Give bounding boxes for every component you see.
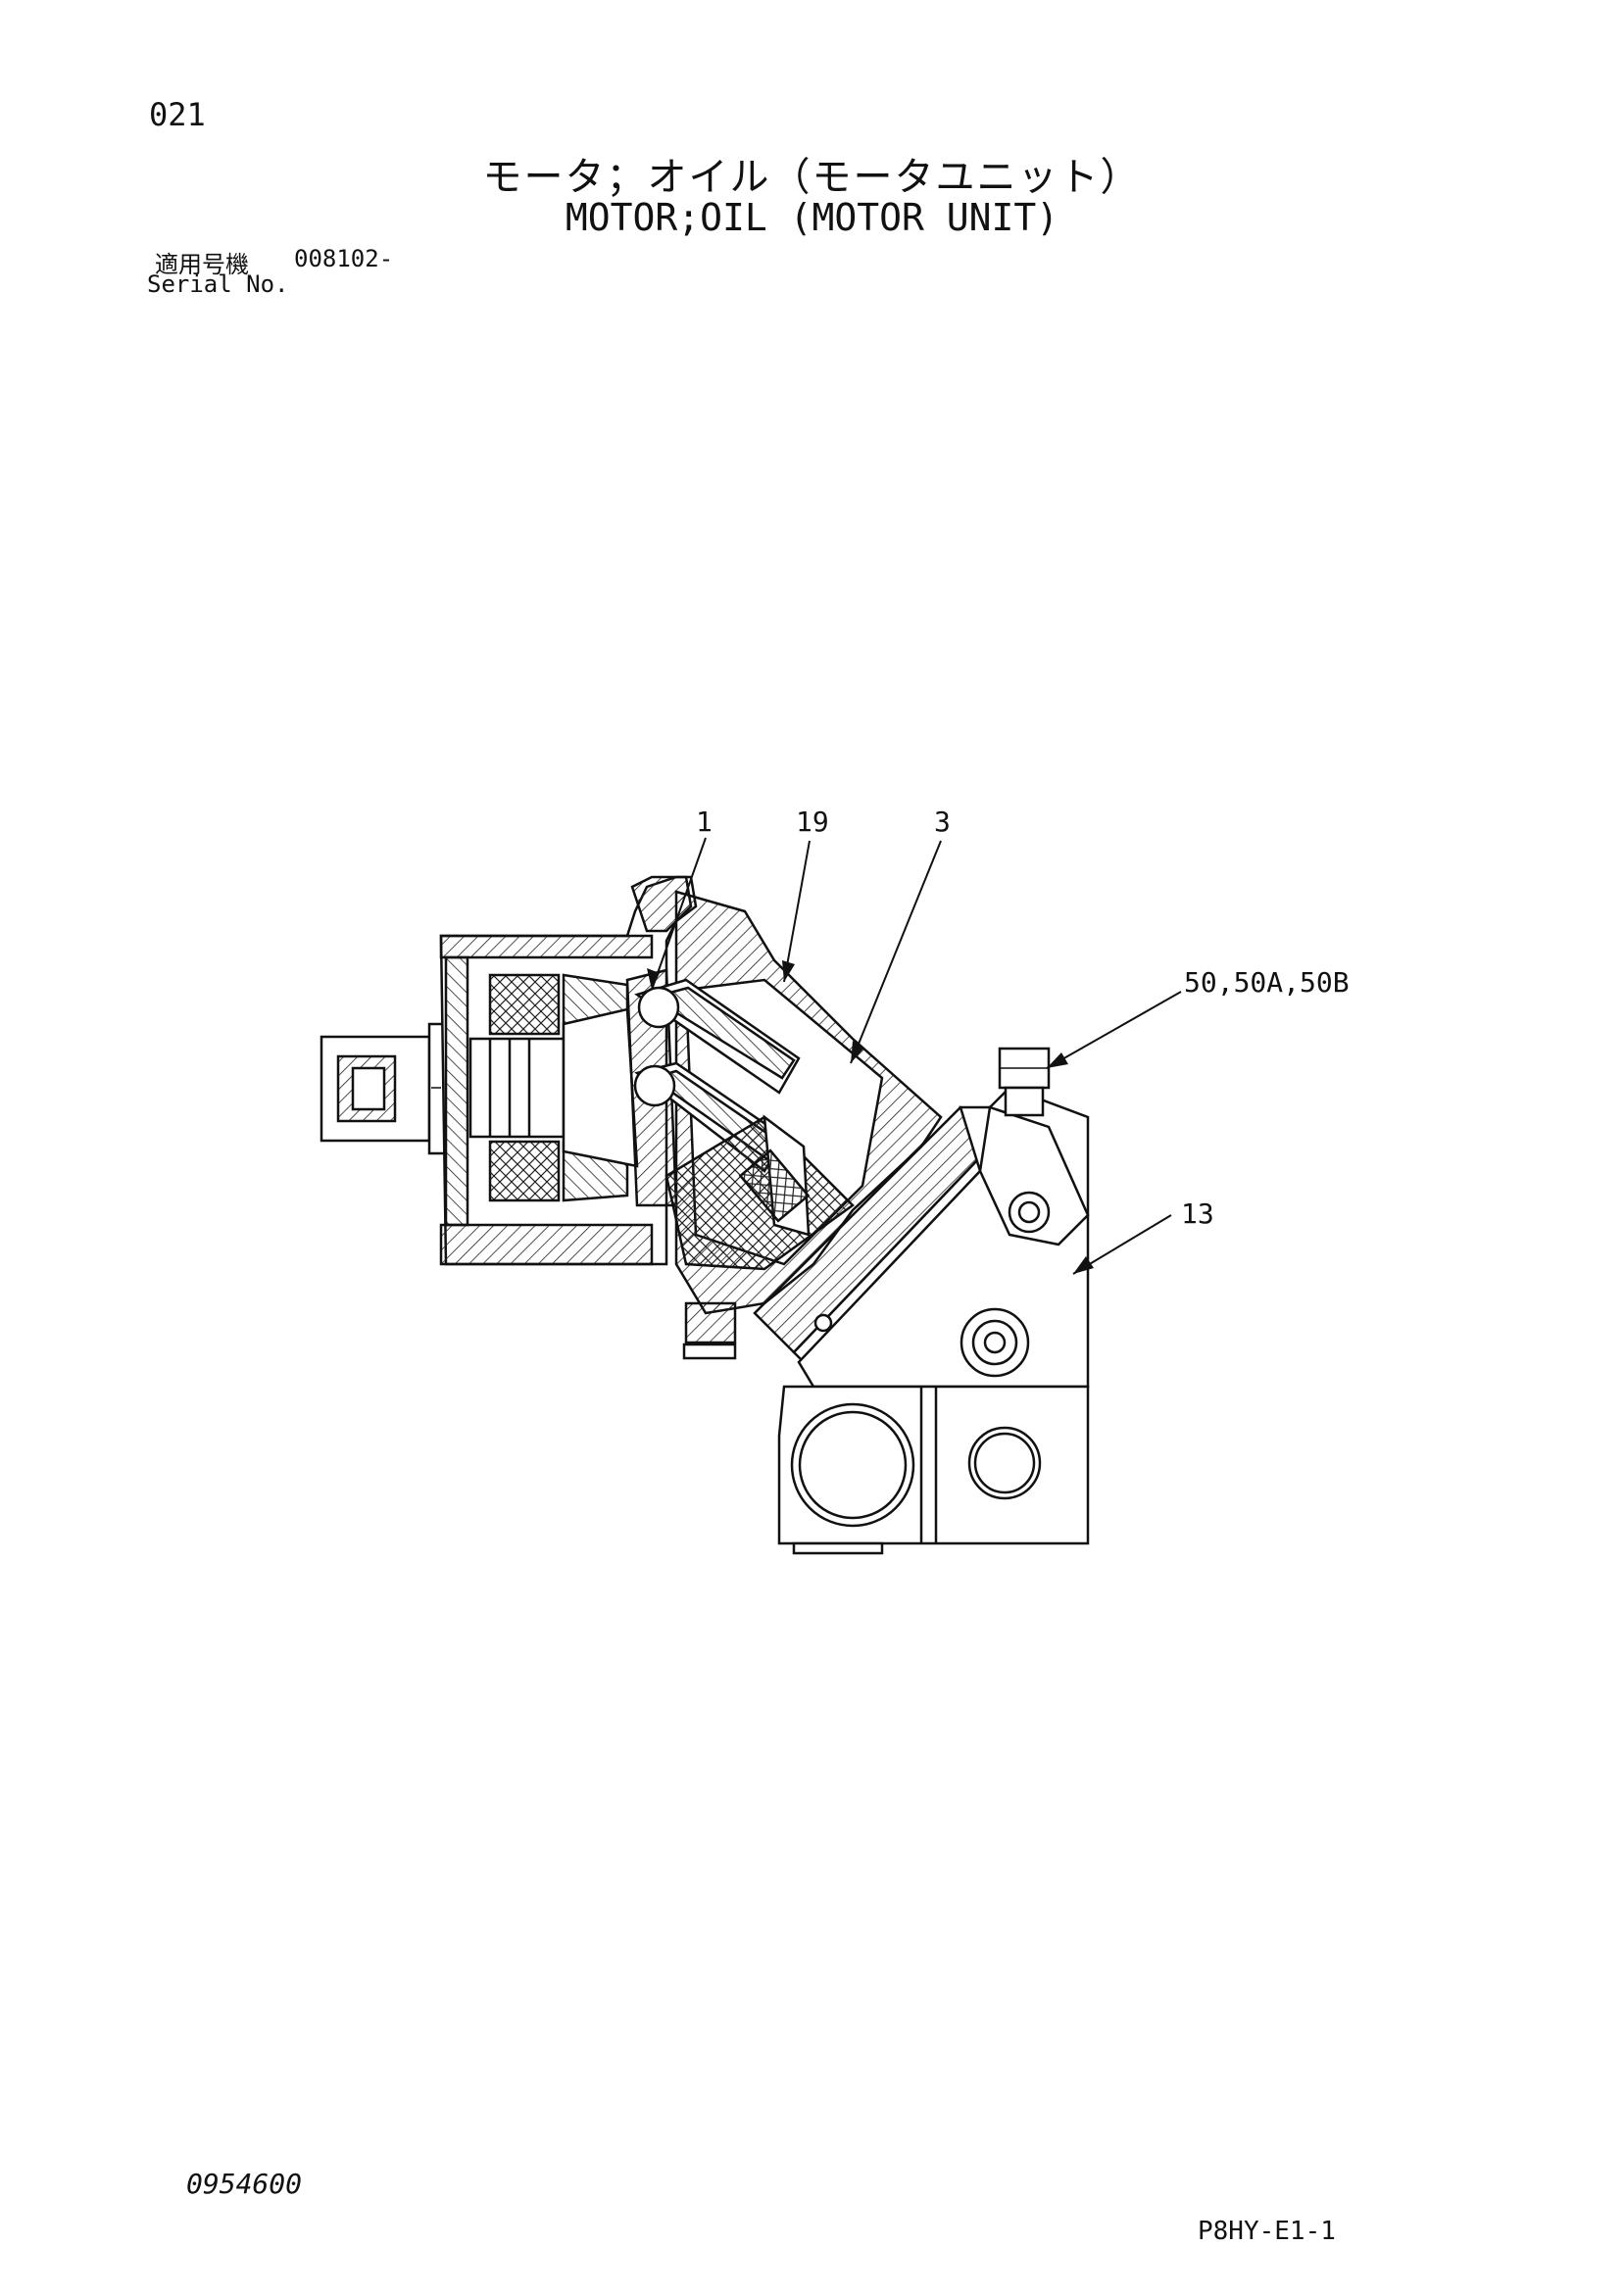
drain-boss	[682, 1301, 737, 1360]
relief-valve-cap	[998, 1047, 1051, 1117]
serial-label-english: Serial No.	[147, 270, 289, 298]
callout-19: 19	[796, 806, 829, 838]
cylinder-block	[664, 1114, 855, 1271]
serial-number-value: 008102-	[294, 245, 394, 272]
motor-drawing	[320, 875, 1090, 1555]
port-block	[797, 1086, 1090, 1389]
page-number: 021	[149, 96, 206, 133]
callout-3: 3	[934, 806, 951, 838]
callout-13: 13	[1181, 1197, 1214, 1230]
page-title-english: MOTOR;OIL (MOTOR UNIT)	[565, 196, 1059, 239]
reference-code: P8HY-E1-1	[1198, 2217, 1336, 2246]
callout-50-50a-50b: 50,50A,50B	[1184, 966, 1350, 999]
leader-arrowheads	[647, 960, 1094, 1274]
document-number: 0954600	[186, 2168, 303, 2200]
lower-manifold	[777, 1385, 1090, 1555]
callout-1: 1	[696, 806, 713, 838]
serial-label-japanese: 適用号機	[155, 251, 249, 278]
page-title-japanese: モータ；オイル（モータユニット）	[482, 155, 1142, 200]
